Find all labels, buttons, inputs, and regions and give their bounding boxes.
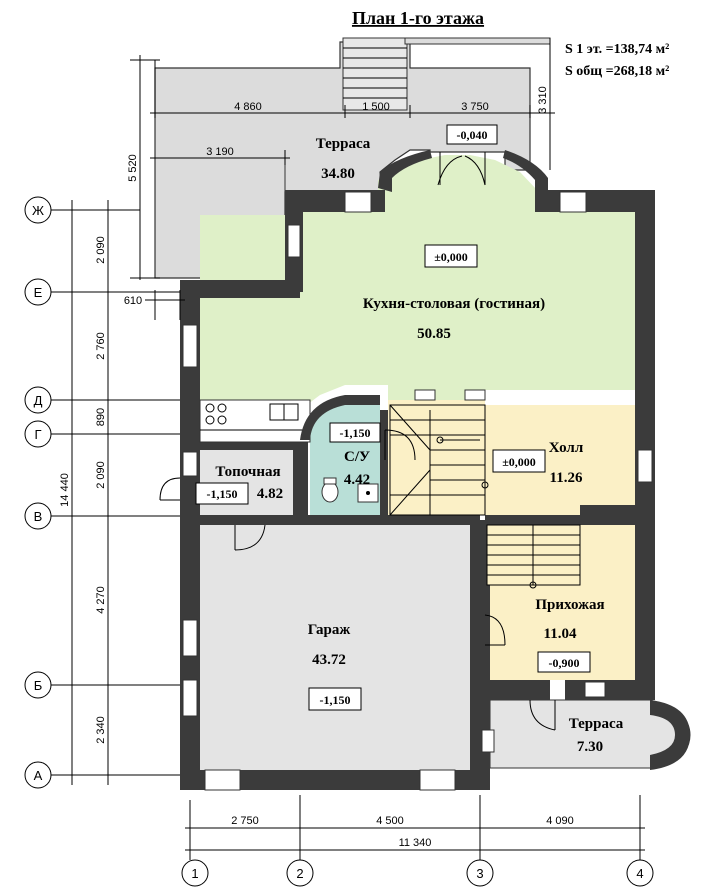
hall-level-box: ±0,000 [492,449,546,473]
terrace-level: -0,040 [457,128,488,142]
boiler-name: Топочная [215,464,280,480]
axis-3: 3 [476,866,483,881]
garage-area-value: 43.72 [312,652,346,668]
axis-d: Д [34,393,43,408]
kitchen-level: ±0,000 [434,250,468,264]
dim-left-2090a: 2 090 [95,236,107,264]
dim-bottom-4090: 4 090 [546,815,574,827]
axis-zh: Ж [32,203,44,218]
axis-b: Б [34,678,43,693]
axis-4: 4 [636,866,643,881]
plan-title: План 1-го этажа [352,8,484,28]
main-staircase[interactable] [389,404,489,516]
doors[interactable] [159,429,556,731]
boiler-level: -1,150 [207,487,238,501]
kitchen-level-box: ±0,000 [424,244,478,268]
garage-level: -1,150 [320,693,351,707]
bay-doors [437,152,486,186]
axis-a: А [34,768,43,783]
boiler-area-value: 4.82 [257,486,283,502]
axis-2: 2 [296,866,303,881]
dim-left-890: 890 [95,408,107,426]
dim-left-2090b: 2 090 [95,461,107,489]
dim-bottom-total: 11 340 [399,837,432,849]
dim-3750: 3 750 [461,101,489,113]
axis-e: Е [34,285,43,300]
garage-area [200,525,475,785]
bath-level: -1,150 [340,426,371,440]
hall-area-value: 11.26 [550,470,583,486]
kitchen-area [200,155,640,410]
kitchen-counter[interactable] [199,399,311,443]
terrace-top-area: 34.80 [321,166,355,182]
garage-name: Гараж [308,622,351,638]
hall-name: Холл [549,440,584,456]
kitchen-area-value: 50.85 [417,326,451,342]
dim-left-4270: 4 270 [95,586,107,614]
dim-5520: 5 520 [127,154,139,182]
garage-level-box: -1,150 [308,687,362,711]
entry-area-value: 11.04 [544,626,577,642]
terrace-bottom-area: 7.30 [577,739,603,755]
total-area-label: S общ =268,18 м² [565,64,669,79]
floor-area-label: S 1 эт. =138,74 м² [565,42,669,57]
bath-fixtures[interactable] [321,477,379,503]
dim-bottom-2750: 2 750 [231,815,259,827]
axis-v: В [34,509,43,524]
entry-level: -0,900 [549,656,580,670]
dim-4860: 4 860 [234,101,262,113]
windows [182,191,653,791]
bath-area-value: 4.42 [344,472,370,488]
dim-3310: 3 310 [537,86,549,114]
dim-610: 610 [124,295,142,307]
dimension-lines [50,38,645,860]
entry-name: Прихожая [535,597,604,613]
dim-1500: 1 500 [362,101,390,113]
dim-left-2340: 2 340 [95,716,107,744]
dim-bottom-4500: 4 500 [376,815,404,827]
dim-3190: 3 190 [206,146,234,158]
entry-staircase[interactable] [486,524,581,589]
bath-level-box: -1,150 [329,422,381,443]
hall-level: ±0,000 [502,455,536,469]
dim-left-total: 14 440 [59,473,71,507]
bath-name: С/У [344,449,370,465]
terrace-top-name: Терраса [316,136,371,152]
terrace-stairs [342,37,408,111]
axis-markers: Ж Е Д Г В Б А 1 2 3 4 [24,196,654,887]
dim-left-2760: 2 760 [95,332,107,360]
bath-arc-wall [300,395,380,440]
boiler-level-box: -1,150 [195,482,249,505]
kitchen-name: Кухня-столовая (гостиная) [363,296,545,312]
axis-1: 1 [191,866,198,881]
terrace-level-box: -0,040 [446,124,498,145]
entry-level-box: -0,900 [537,651,591,673]
terrace-bottom-name: Терраса [569,716,624,732]
axis-g: Г [34,427,41,442]
